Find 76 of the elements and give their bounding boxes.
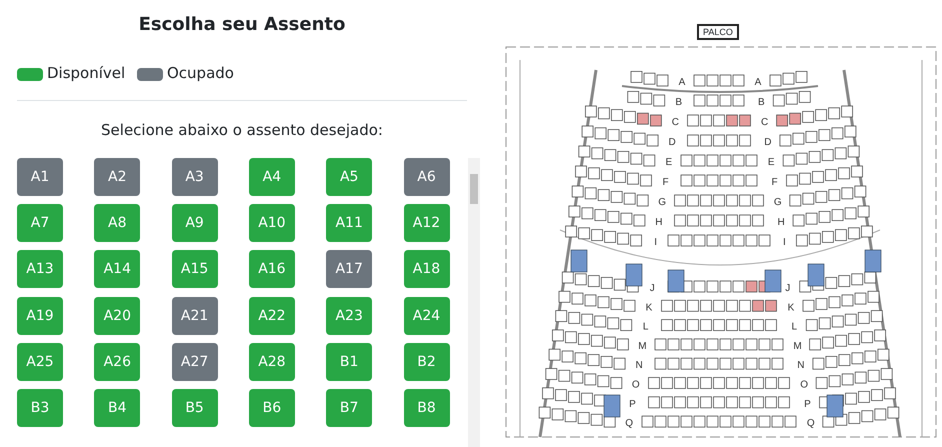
seat-button: B5 (172, 389, 218, 427)
seat-button: B2 (404, 342, 450, 381)
seat-button: A24 (404, 296, 450, 335)
row-letter: I (783, 237, 786, 248)
seat-button: A2 (94, 158, 140, 196)
seat-button: A15 (172, 250, 218, 288)
seat-button: A25 (17, 342, 63, 381)
seat-button: A22 (248, 296, 295, 335)
seat-button: B3 (17, 389, 63, 427)
seat-button: A1 (17, 158, 63, 196)
row-letter: N (635, 360, 643, 372)
seat-button: A4 (248, 158, 295, 196)
row-letter: P (804, 398, 811, 410)
seat-button: A27 (172, 342, 218, 381)
seat-button: B4 (94, 389, 140, 427)
row-letter: G (774, 197, 782, 208)
row-letter: B (758, 97, 765, 108)
seat-button: B8 (404, 389, 450, 427)
seat-button: A3 (172, 158, 218, 196)
row-letter: E (665, 157, 672, 168)
legend-label: Disponível (47, 64, 126, 82)
seat-button: A5 (326, 158, 372, 196)
seat-button: A16 (248, 250, 295, 288)
row-letter: C (672, 117, 680, 128)
seat-button: A14 (94, 250, 140, 288)
row-letter: M (793, 340, 802, 352)
seat-button: B7 (326, 389, 372, 427)
seat-button: A28 (248, 342, 295, 381)
seat-button: A20 (94, 296, 140, 335)
seat-button: B1 (326, 342, 372, 381)
seat-button: A12 (404, 204, 450, 242)
seat-button: A6 (404, 158, 450, 196)
row-letter: L (792, 322, 798, 333)
row-letter: P (629, 398, 636, 410)
row-letter: Q (625, 418, 634, 430)
row-letter: M (638, 340, 647, 352)
row-letter: F (771, 177, 778, 188)
row-letter: D (764, 137, 772, 148)
seat-button: A26 (94, 342, 140, 381)
row-letter: J (650, 283, 655, 294)
row-letter: Q (806, 418, 815, 430)
row-letter: E (768, 157, 775, 168)
row-letter: B (675, 97, 682, 108)
seat-button: A13 (17, 250, 63, 288)
seat-button: A8 (94, 204, 140, 242)
row-letter: D (668, 137, 676, 148)
legend-label: Ocupado (167, 64, 234, 82)
row-letter: H (777, 217, 785, 228)
page-title: Escolha seu Assento (138, 14, 346, 35)
row-letter: A (678, 77, 686, 88)
seat-button: A9 (172, 204, 218, 242)
seat-button: A17 (326, 250, 372, 288)
row-letter: F (662, 177, 669, 188)
row-letter: L (642, 322, 648, 333)
seat-button: A10 (248, 204, 295, 242)
seat-button: A21 (172, 296, 218, 335)
row-letter: C (760, 117, 768, 128)
row-letter: O (632, 380, 640, 390)
seat-button: B6 (248, 389, 295, 427)
row-letter: G (658, 197, 666, 208)
row-letter: A (754, 77, 762, 88)
row-letter: I (654, 237, 657, 248)
seat-button: A19 (17, 296, 63, 335)
seat-button: A23 (326, 296, 372, 335)
row-letter: K (646, 302, 652, 314)
row-letter: J (785, 283, 790, 294)
seat-button: A18 (404, 250, 450, 288)
instruction-text: Selecione abaixo o assento desejado: (100, 121, 384, 139)
seat-button: A11 (326, 204, 372, 242)
row-letter: O (800, 380, 808, 390)
row-letter: H (655, 217, 663, 228)
seat-button: A7 (17, 204, 63, 242)
row-letter: K (788, 302, 794, 314)
row-letter: N (797, 360, 805, 372)
seating-chart-drawing (506, 46, 936, 438)
stage-label: PALCO (697, 24, 739, 40)
